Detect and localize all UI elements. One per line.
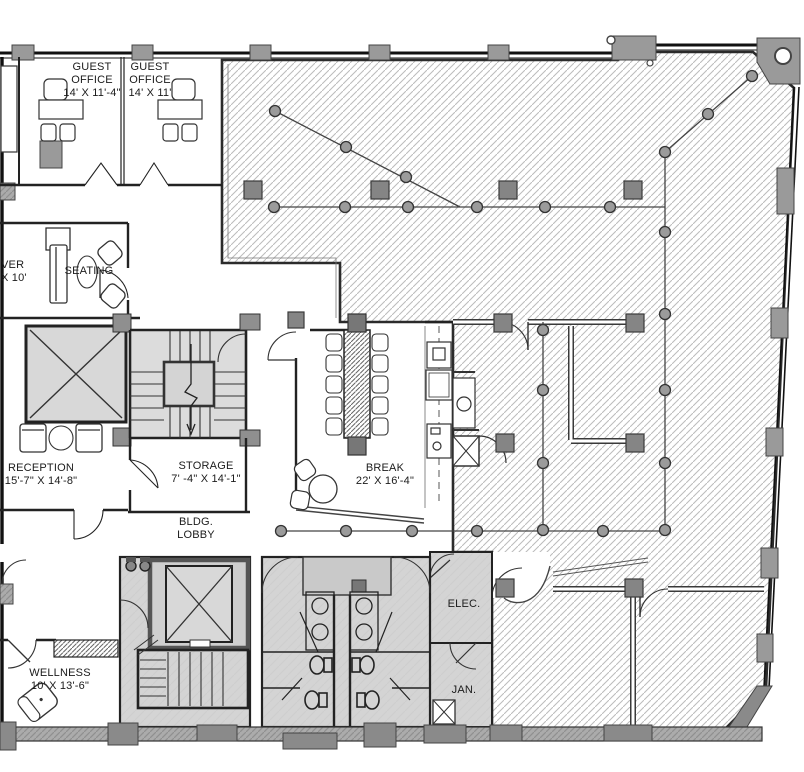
label-bldg-lobby: BLDG.LOBBY	[177, 516, 215, 542]
guest-office-furniture	[0, 65, 203, 153]
lobby-walls	[0, 508, 128, 540]
label-jan: JAN.	[451, 684, 477, 696]
top-wall-columns	[0, 35, 801, 605]
label-elec: ELEC.	[447, 598, 481, 610]
elec-jan-rooms	[429, 551, 493, 728]
interior-partitions	[453, 319, 764, 729]
label-seating: SEATING	[64, 265, 114, 277]
core-elevator-stair	[118, 555, 252, 729]
guest-offices	[0, 57, 222, 187]
main-stair	[128, 313, 261, 447]
storage-room	[128, 438, 250, 514]
power-pole-grid	[267, 69, 759, 538]
reception-furniture	[19, 423, 103, 453]
interior-columns	[243, 180, 645, 598]
break-room	[267, 313, 425, 524]
seating-furniture	[49, 240, 126, 309]
kitchen-strip	[424, 320, 507, 508]
bottom-wall	[0, 721, 763, 751]
restrooms	[260, 555, 432, 729]
wellness-room	[0, 559, 119, 723]
reception-elevator	[24, 313, 132, 447]
